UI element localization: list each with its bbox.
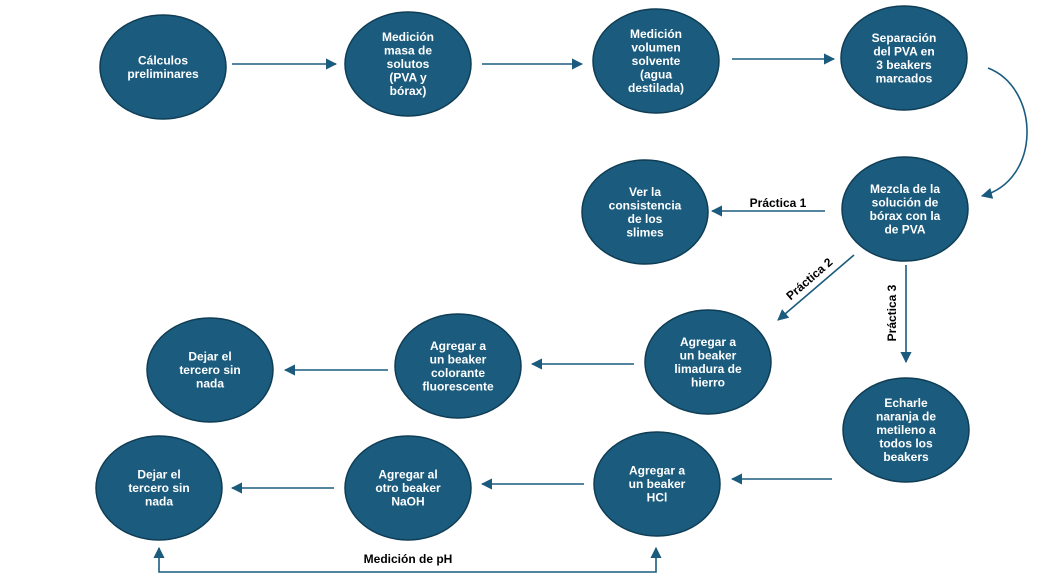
node-text-line: Agregar a <box>680 335 736 349</box>
node-shape <box>840 5 968 111</box>
node-text-line: Dejar el <box>137 468 180 482</box>
node-text-line: Medición <box>630 27 682 41</box>
arrow-ph-n13 <box>153 546 400 573</box>
node-text-line: solución de <box>872 195 939 209</box>
node-shape <box>344 11 472 117</box>
node-shape <box>99 14 227 120</box>
node-text-line: Agregar al <box>378 468 437 482</box>
node-shape <box>842 377 970 483</box>
node-text-line: Agregar a <box>430 339 486 353</box>
node-text-line: preliminares <box>127 67 199 81</box>
node-text-line: Echarle <box>884 396 928 410</box>
node-text-line: Agregar a <box>629 464 685 478</box>
node-text-line: solvente <box>632 54 681 68</box>
node-text-line: colorante <box>431 366 485 380</box>
node-text-line: Dejar el <box>188 350 231 364</box>
node-text-line: de PVA <box>884 222 925 236</box>
node-text-line: NaOH <box>391 495 424 509</box>
node-text-line: un beaker <box>629 477 686 491</box>
node-text-line: destilada) <box>628 81 684 95</box>
node-shape <box>146 317 274 423</box>
node-text-line: consistencia <box>609 198 682 212</box>
label-practica-3: Práctica 3 <box>885 284 899 341</box>
arrow-ph-n11 <box>400 546 662 573</box>
arrows <box>153 53 1028 573</box>
node-shape <box>593 431 721 537</box>
node-text-line: nada <box>145 495 173 509</box>
node-shape <box>592 8 720 114</box>
node-shape <box>581 159 709 265</box>
label-practica-2: Práctica 2 <box>783 255 835 303</box>
node-text-line: nada <box>196 377 224 391</box>
node-text-line: bórax con la <box>870 209 941 223</box>
node-text-line: HCl <box>647 491 668 505</box>
node-text-line: otro beaker <box>375 481 441 495</box>
node-text-line: volumen <box>631 41 680 55</box>
node-text-line: beakers <box>883 450 929 464</box>
node-text-line: masa de <box>384 44 432 58</box>
node-text-line: Medición <box>382 30 434 44</box>
node-text-line: todos los <box>879 437 933 451</box>
node-text-line: un beaker <box>680 348 737 362</box>
node-text-line: (PVA y <box>389 71 427 85</box>
node-text-line: bórax) <box>390 84 427 98</box>
node-text-line: limadura de <box>674 362 742 376</box>
label-medicion-ph: Medición de pH <box>364 552 453 566</box>
node-text-line: hierro <box>691 375 725 389</box>
node-text-line: 3 beakers <box>876 58 932 72</box>
node-text-line: del PVA en <box>873 44 934 58</box>
node-text-line: fluorescente <box>422 379 494 393</box>
node-text-line: Cálculos <box>138 53 188 67</box>
node-shape <box>344 435 472 541</box>
node-text-line: (agua <box>640 68 672 82</box>
node-shape <box>644 309 772 415</box>
label-practica-1: Práctica 1 <box>750 196 807 210</box>
arrow-n4-n5 <box>980 67 1028 199</box>
node-text-line: slimes <box>626 225 664 239</box>
arrow-n5-n7 <box>777 254 855 321</box>
node-text-line: solutos <box>387 57 430 71</box>
node-text-line: tercero sin <box>179 363 240 377</box>
node-text-line: de los <box>628 212 663 226</box>
node-text-line: un beaker <box>430 352 487 366</box>
node-text-line: Mezcla de la <box>870 182 940 196</box>
node-text-line: marcados <box>876 71 933 85</box>
node-text-line: Ver la <box>629 185 661 199</box>
node-text-line: Separación <box>872 31 937 45</box>
node-shape <box>394 313 522 419</box>
node-text-line: naranja de <box>876 410 936 424</box>
node-shape <box>841 156 969 262</box>
node-text-line: tercero sin <box>128 481 189 495</box>
node-text-line: metileno a <box>876 423 936 437</box>
node-shape <box>95 435 223 541</box>
